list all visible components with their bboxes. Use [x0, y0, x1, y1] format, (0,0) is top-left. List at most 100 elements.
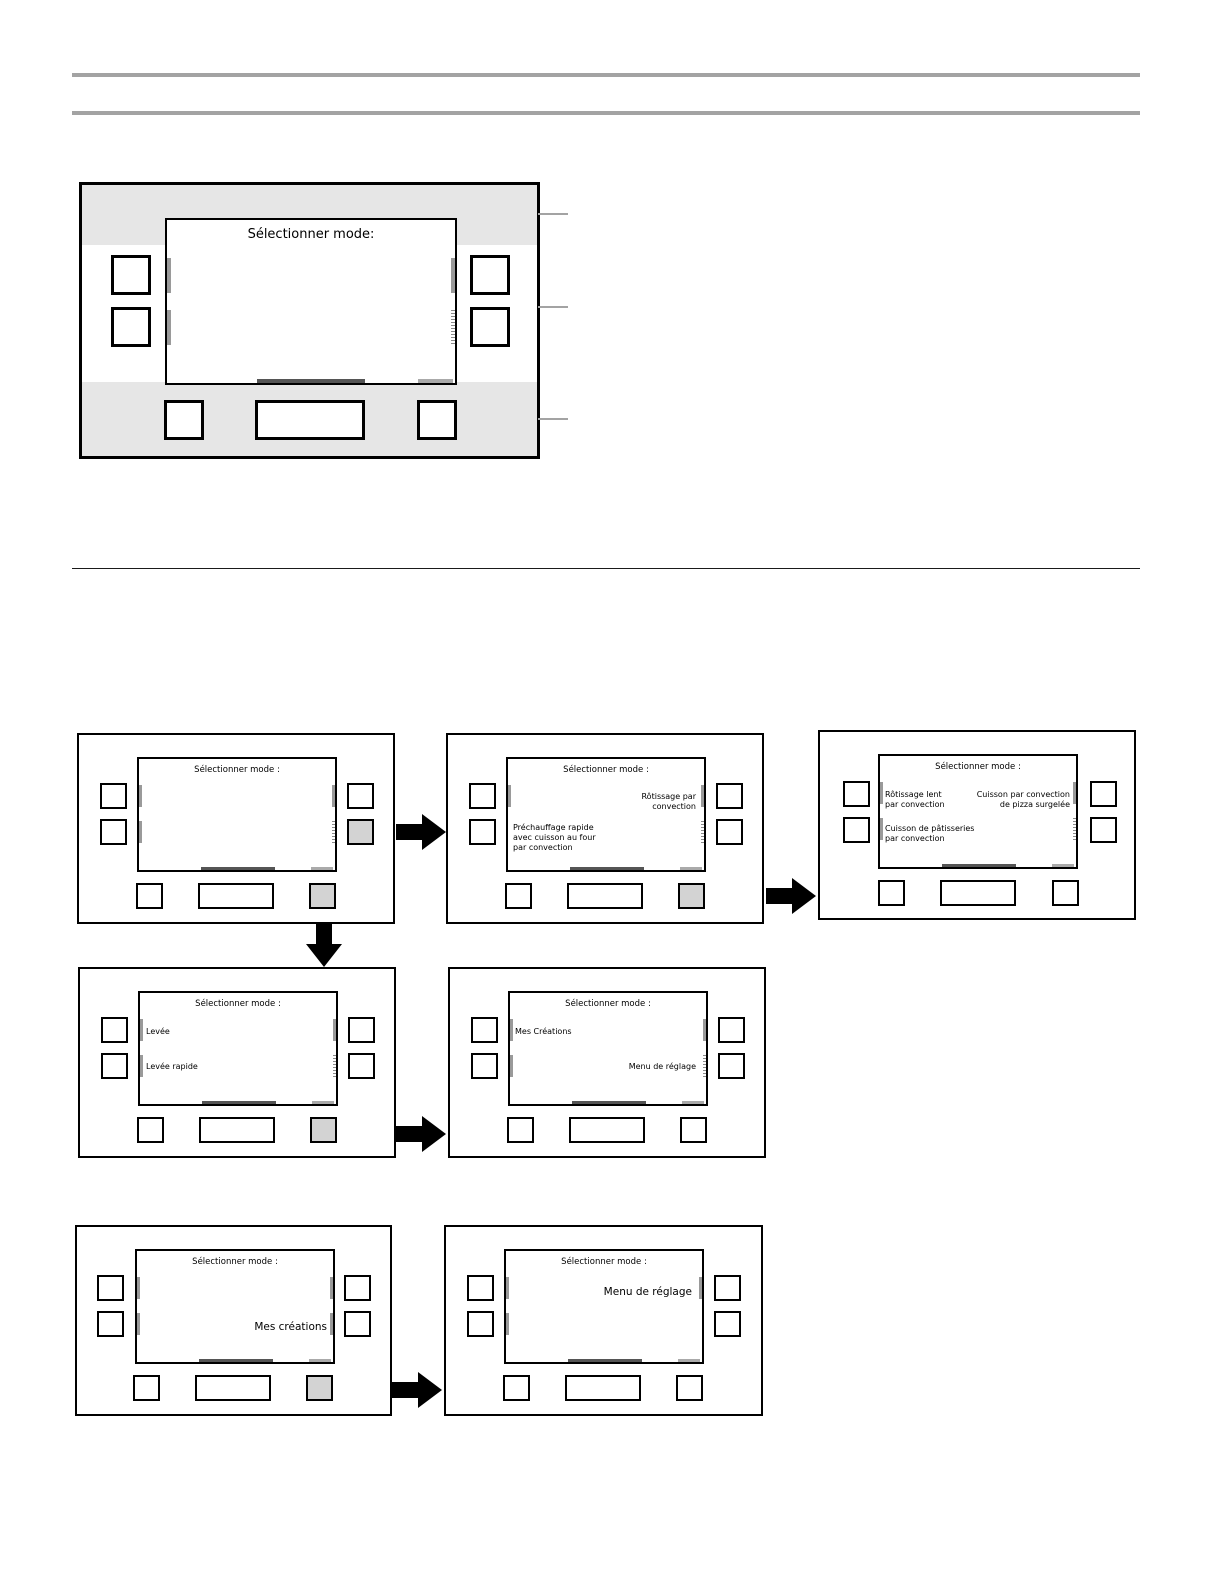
bottom-right-button[interactable] [676, 1375, 703, 1401]
scroll-tick [699, 1277, 702, 1299]
bottom-indicator-bar [202, 1101, 276, 1104]
scroll-tick [506, 1277, 509, 1299]
option-convection-pastry: Cuisson de pâtisseries par convection [885, 824, 975, 843]
right-upper-button[interactable] [716, 783, 743, 809]
option-proof: Levée [146, 1027, 170, 1036]
right-upper-button[interactable] [348, 1017, 375, 1043]
section-rule [72, 568, 1140, 569]
bottom-left-button[interactable] [164, 400, 204, 440]
left-lower-button[interactable] [469, 819, 496, 845]
bottom-center-button[interactable] [199, 1117, 275, 1143]
bottom-right-button-highlighted[interactable] [310, 1117, 337, 1143]
scroll-tick [880, 782, 883, 804]
screen-title: Sélectionner mode : [192, 1257, 278, 1267]
bottom-indicator-bar [942, 864, 1016, 867]
bottom-right-button-highlighted[interactable] [309, 883, 336, 909]
left-upper-button[interactable] [471, 1017, 498, 1043]
left-upper-button[interactable] [100, 783, 127, 809]
bottom-left-button[interactable] [133, 1375, 160, 1401]
scroll-tick [703, 1019, 706, 1041]
bottom-center-button[interactable] [569, 1117, 645, 1143]
bottom-indicator-bar [570, 867, 644, 870]
right-lower-button[interactable] [344, 1311, 371, 1337]
right-lower-button[interactable] [470, 307, 510, 347]
screen-title: Sélectionner mode : [565, 999, 651, 1009]
bottom-right-button[interactable] [1052, 880, 1079, 906]
right-upper-button[interactable] [470, 255, 510, 295]
panel-screen: Sélectionner mode : [137, 757, 337, 872]
right-lower-button[interactable] [718, 1053, 745, 1079]
panel-screen: Sélectionner mode : Levée Levée rapide [138, 991, 338, 1106]
screen-title: Sélectionner mode : [563, 765, 649, 775]
bottom-left-button[interactable] [505, 883, 532, 909]
bottom-center-button[interactable] [198, 883, 274, 909]
bottom-left-button[interactable] [503, 1375, 530, 1401]
panel-screen: Sélectionner mode : Mes créations [135, 1249, 335, 1364]
bottom-left-button[interactable] [137, 1117, 164, 1143]
right-upper-button[interactable] [718, 1017, 745, 1043]
bottom-center-button[interactable] [940, 880, 1016, 906]
scroll-tick [139, 821, 142, 843]
scroll-dots [703, 1055, 706, 1077]
right-upper-button[interactable] [1090, 781, 1117, 807]
scroll-tick [333, 1019, 336, 1041]
scroll-tick [137, 1277, 140, 1299]
bottom-right-indicator [312, 1101, 334, 1104]
left-upper-button[interactable] [469, 783, 496, 809]
bottom-right-indicator [680, 867, 702, 870]
left-lower-button[interactable] [111, 307, 151, 347]
left-upper-button[interactable] [467, 1275, 494, 1301]
scroll-tick [506, 1313, 509, 1335]
scroll-tick [510, 1019, 513, 1041]
scroll-tick [332, 785, 335, 807]
panel-screen: Sélectionner mode : Rôtissage lent par c… [878, 754, 1078, 869]
right-upper-button[interactable] [344, 1275, 371, 1301]
bottom-right-button[interactable] [417, 400, 457, 440]
left-lower-button[interactable] [97, 1311, 124, 1337]
right-arrow-icon [396, 1116, 446, 1152]
bottom-indicator-bar [257, 379, 365, 383]
bottom-right-button-highlighted[interactable] [306, 1375, 333, 1401]
bottom-center-button[interactable] [565, 1375, 641, 1401]
right-lower-button[interactable] [1090, 817, 1117, 843]
screen-title: Sélectionner mode : [195, 999, 281, 1009]
bottom-right-button-highlighted[interactable] [678, 883, 705, 909]
option-my-creations: Mes Créations [515, 1027, 572, 1036]
right-lower-button[interactable] [716, 819, 743, 845]
right-lower-button[interactable] [348, 1053, 375, 1079]
scroll-tick [330, 1313, 333, 1335]
right-upper-button[interactable] [347, 783, 374, 809]
bottom-center-button[interactable] [567, 883, 643, 909]
right-upper-button[interactable] [714, 1275, 741, 1301]
option-convection-frozen-pizza: Cuisson par convection de pizza surgelée [976, 790, 1070, 809]
bottom-left-button[interactable] [507, 1117, 534, 1143]
option-my-creations: Mes créations [254, 1321, 327, 1333]
bottom-left-button[interactable] [136, 883, 163, 909]
option-settings-menu: Menu de réglage [628, 1062, 696, 1071]
right-lower-button-highlighted[interactable] [347, 819, 374, 845]
left-lower-button[interactable] [471, 1053, 498, 1079]
panel-screen: Sélectionner mode : Mes Créations Menu d… [508, 991, 708, 1106]
left-upper-button[interactable] [101, 1017, 128, 1043]
bottom-center-button[interactable] [255, 400, 365, 440]
bottom-left-button[interactable] [878, 880, 905, 906]
left-lower-button[interactable] [467, 1311, 494, 1337]
left-upper-button[interactable] [111, 255, 151, 295]
bottom-right-button[interactable] [680, 1117, 707, 1143]
display-screen: Sélectionner mode: [165, 218, 457, 385]
bottom-center-button[interactable] [195, 1375, 271, 1401]
left-lower-button[interactable] [100, 819, 127, 845]
control-panel-diagram: Sélectionner mode: [79, 182, 540, 459]
left-lower-button[interactable] [843, 817, 870, 843]
right-lower-button[interactable] [714, 1311, 741, 1337]
bottom-indicator-bar [572, 1101, 646, 1104]
header-rule-bottom [72, 111, 1140, 115]
option-rapid-preheat-convection-bake: Préchauffage rapide avec cuisson au four… [513, 823, 596, 852]
bottom-right-indicator [678, 1359, 700, 1362]
down-arrow-icon [306, 924, 342, 967]
left-upper-button[interactable] [97, 1275, 124, 1301]
left-upper-button[interactable] [843, 781, 870, 807]
scroll-tick [701, 785, 704, 807]
left-lower-button[interactable] [101, 1053, 128, 1079]
scroll-tick [140, 1019, 143, 1041]
